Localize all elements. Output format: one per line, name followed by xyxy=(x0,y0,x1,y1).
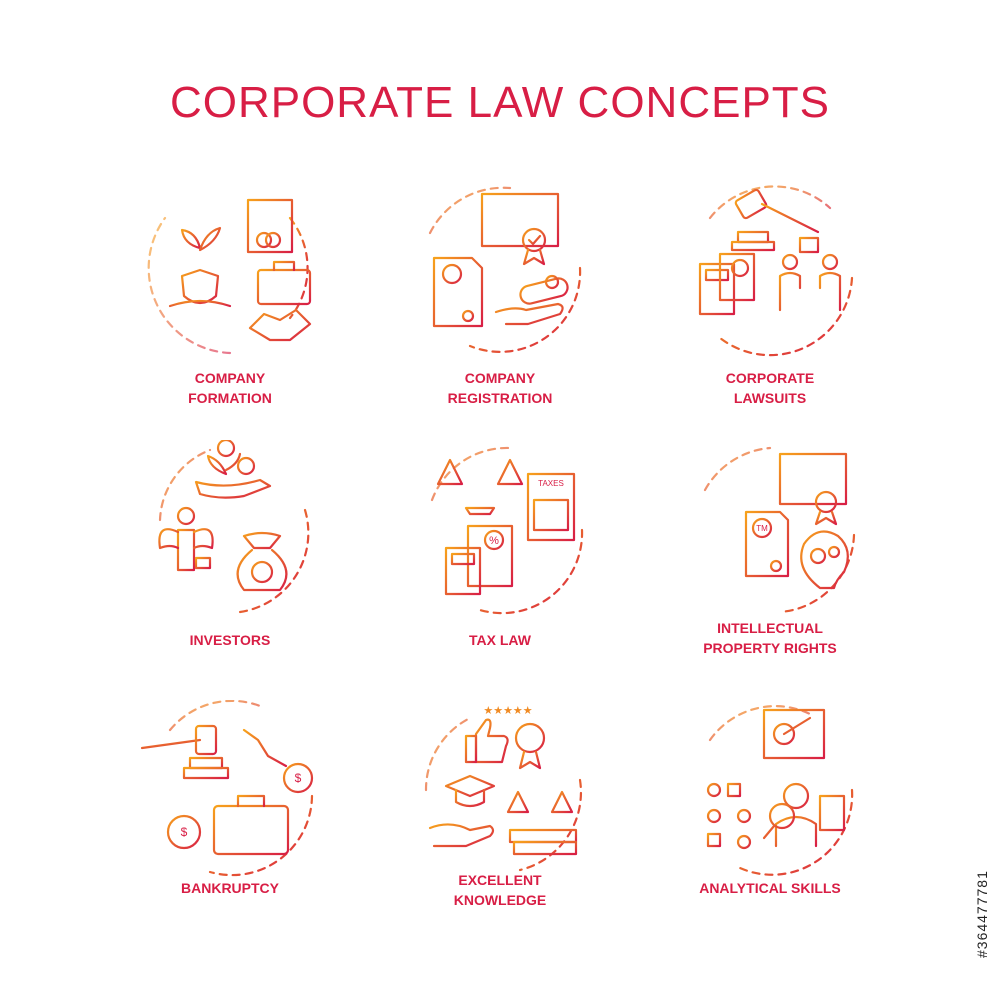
bankruptcy-icon: $ $ xyxy=(140,700,314,877)
corporate-lawsuits-icon xyxy=(698,185,854,357)
tax-law-icon: TAXES % xyxy=(430,446,584,615)
concept-bankruptcy: $ $ BANKRUPTCY xyxy=(110,700,350,960)
svg-text:%: % xyxy=(489,535,499,547)
company-registration-icon xyxy=(428,186,582,353)
concept-label: INVESTORS xyxy=(189,632,271,648)
svg-text:$: $ xyxy=(181,825,188,839)
concept-investors: INVESTORS xyxy=(110,440,350,700)
svg-text:TAXES: TAXES xyxy=(538,479,564,488)
svg-text:TM: TM xyxy=(756,524,768,533)
concept-label: ANALYTICAL SKILLS xyxy=(699,880,841,896)
intellectual-property-icon: TM xyxy=(703,446,856,614)
company-formation-icon xyxy=(147,198,312,355)
concept-tax-law: TAXES % TAX LAW xyxy=(380,440,620,700)
analytical-skills-icon xyxy=(706,705,854,876)
investors-icon xyxy=(158,440,310,614)
concept-label: TAX LAW xyxy=(469,632,531,648)
svg-text:★★★★★: ★★★★★ xyxy=(483,704,532,717)
page-title: CORPORATE LAW CONCEPTS xyxy=(169,78,831,127)
excellent-knowledge-icon: ★★★★★ xyxy=(424,704,583,872)
svg-text:$: $ xyxy=(295,771,302,785)
concept-label: BANKRUPTCY xyxy=(181,880,279,896)
concept-analytical-skills: ANALYTICAL SKILLS xyxy=(650,700,890,960)
stock-id-watermark: #364477781 xyxy=(974,870,990,958)
